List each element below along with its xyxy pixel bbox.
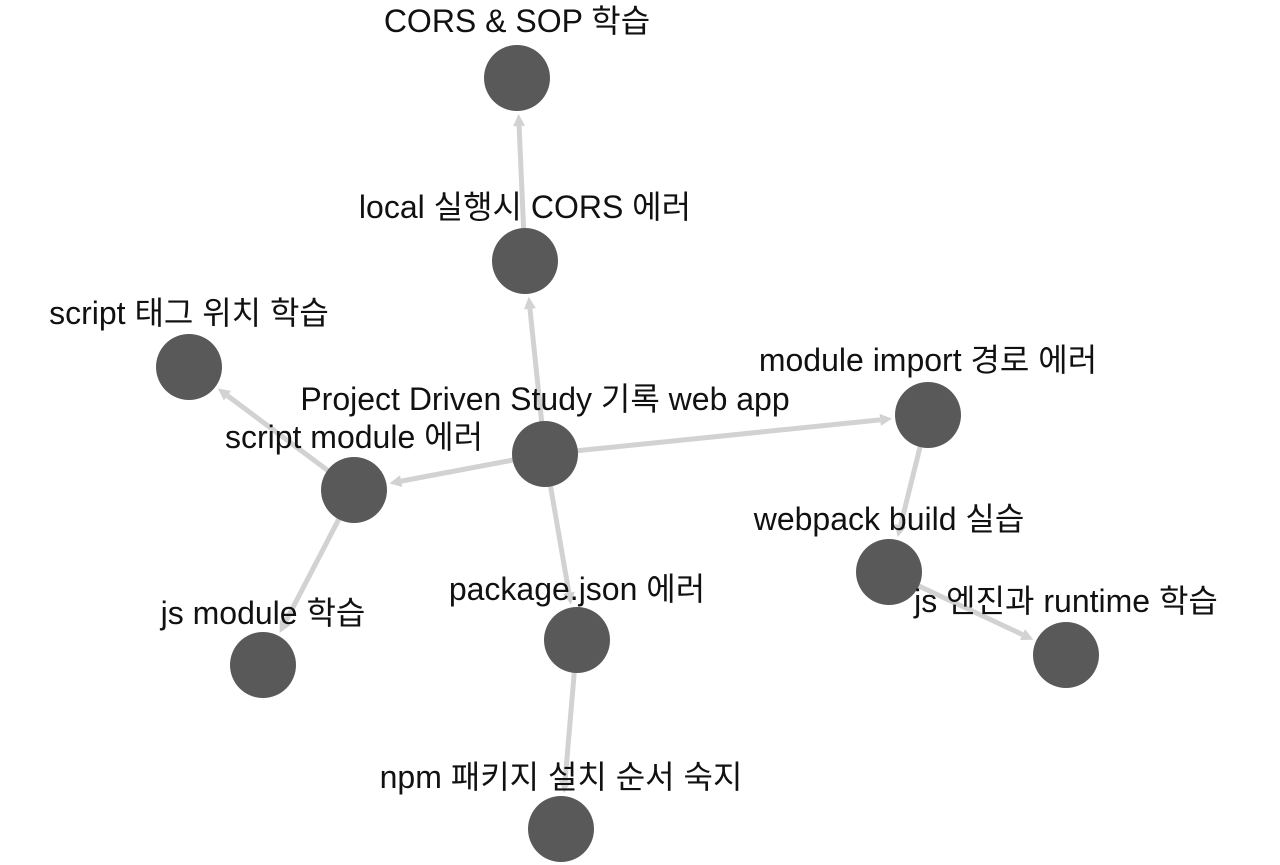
node-script-module[interactable]: [321, 457, 387, 523]
node-label-webpack: webpack build 실습: [753, 501, 1025, 537]
node-npm-order[interactable]: [528, 796, 594, 862]
node-label-root: Project Driven Study 기록 web app: [300, 381, 789, 417]
node-script-tag[interactable]: [156, 334, 222, 400]
edge-arrowhead-script-module: [389, 475, 403, 488]
edge-arrowhead-local-cors: [523, 296, 536, 310]
node-label-cors-sop: CORS & SOP 학습: [384, 3, 650, 39]
node-cors-sop[interactable]: [484, 45, 550, 111]
nodes-layer: [156, 45, 1099, 862]
node-label-module-import: module import 경로 에러: [759, 342, 1097, 378]
edge-root-to-module-import: [544, 417, 881, 457]
node-webpack[interactable]: [856, 539, 922, 605]
edge-arrowhead-package-json: [562, 591, 575, 605]
edge-arrowhead-js-module: [279, 619, 291, 634]
edge-arrowhead-js-engine: [1019, 629, 1034, 641]
edge-arrowhead-module-import: [879, 413, 893, 426]
node-label-js-engine: js 엔진과 runtime 학습: [913, 583, 1218, 619]
node-label-js-module: js module 학습: [160, 595, 366, 631]
node-package-json[interactable]: [544, 607, 610, 673]
node-js-module[interactable]: [230, 632, 296, 698]
node-label-local-cors: local 실행시 CORS 에러: [359, 189, 691, 225]
node-label-npm-order: npm 패키지 설치 순서 숙지: [380, 759, 743, 795]
edge-arrowhead-script-tag: [217, 388, 232, 401]
node-local-cors[interactable]: [492, 228, 558, 294]
labels-layer: Project Driven Study 기록 web app local 실행시…: [49, 3, 1218, 795]
node-js-engine[interactable]: [1033, 622, 1099, 688]
edge-arrowhead-npm-order: [559, 780, 572, 794]
node-module-import[interactable]: [895, 382, 961, 448]
node-root[interactable]: [512, 421, 578, 487]
node-label-script-module: script module 에러: [225, 419, 483, 455]
node-label-package-json: package.json 에러: [449, 571, 705, 607]
node-label-script-tag: script 태그 위치 학습: [49, 295, 329, 331]
edge-arrowhead-webpack: [894, 523, 907, 538]
edge-arrowhead-cors-sop: [513, 113, 526, 127]
